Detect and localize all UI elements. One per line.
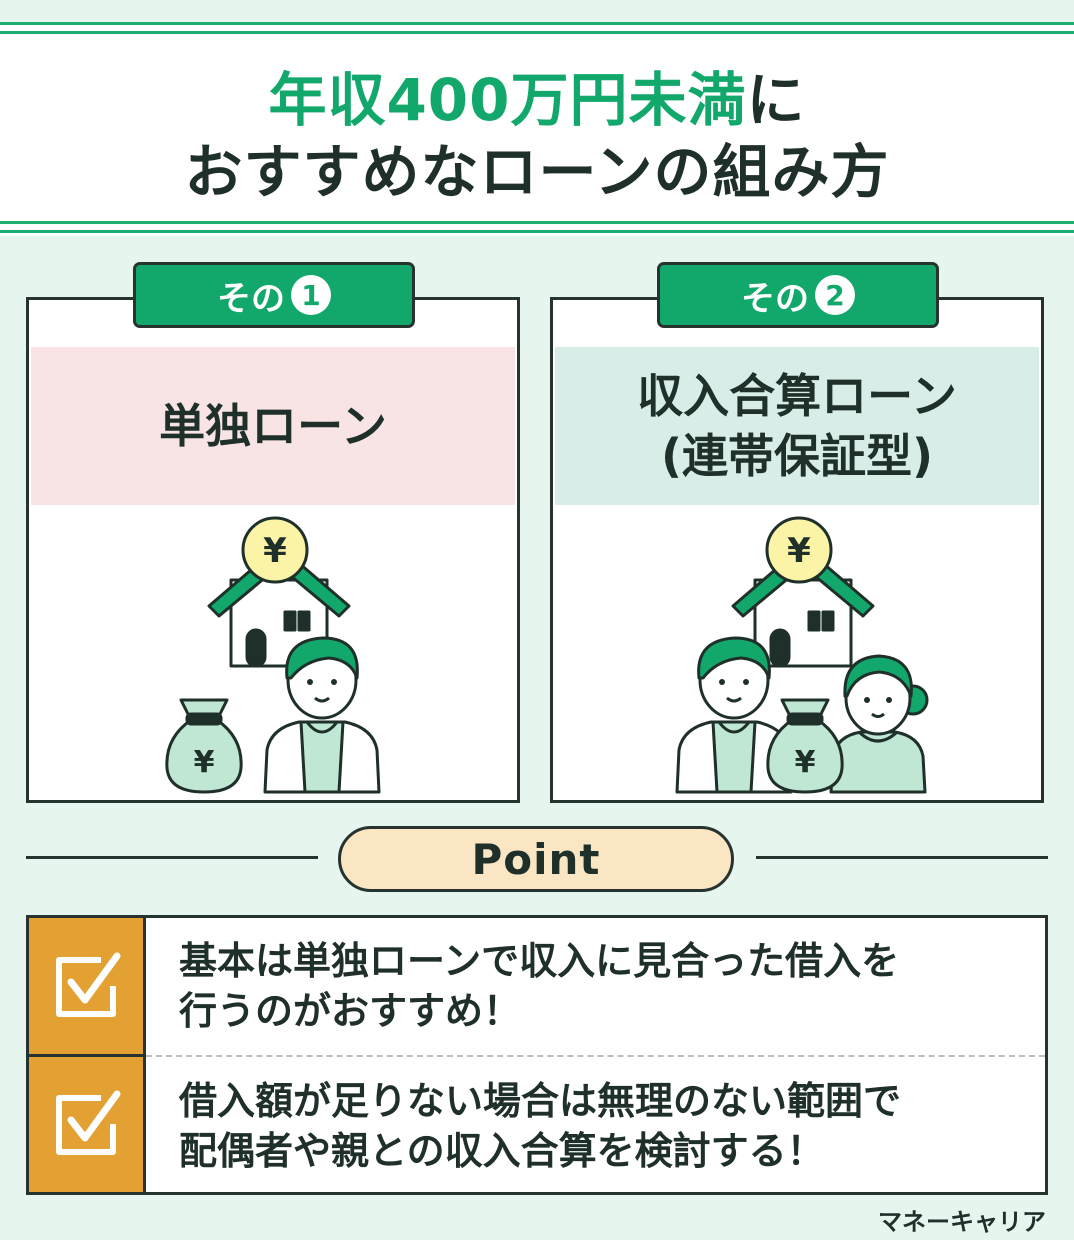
money-bag-symbol: ¥ xyxy=(795,745,816,780)
point-heading: Point xyxy=(338,826,734,892)
brand-logo-text: マネーキャリア xyxy=(878,1208,1046,1236)
house-icon xyxy=(731,544,875,668)
money-bag-symbol: ¥ xyxy=(194,745,215,780)
option-card-single-loan: 単独ローン ¥ ¥ xyxy=(26,297,520,803)
point-item-1-line-1: 基本は単独ローンで収入に見合った借入を xyxy=(179,939,900,983)
point-item-1-line-2: 行うのがおすすめ！ xyxy=(179,989,522,1033)
title-top-rule xyxy=(0,22,1074,25)
title-bottom-rule-inner xyxy=(0,221,1074,224)
man-person-icon xyxy=(263,636,381,794)
yen-coin-symbol: ¥ xyxy=(787,531,811,571)
tab-prefix-2: その xyxy=(741,278,809,319)
money-bag-icon: ¥ xyxy=(165,698,243,794)
title-line2: おすすめなローンの組み方 xyxy=(184,138,890,206)
title-band: 年収400万円未満に おすすめなローンの組み方 xyxy=(0,22,1074,236)
tab-number-1: 1 xyxy=(291,275,331,315)
checkbox-checked-icon xyxy=(56,1090,121,1155)
tab-prefix-1: その xyxy=(217,278,285,319)
single-borrower-illustration: ¥ ¥ xyxy=(165,516,381,794)
title-accent: 年収400万円未満 xyxy=(268,66,747,134)
points-row-divider xyxy=(146,1055,1045,1057)
point-item-2-line-1: 借入額が足りない場合は無理のない範囲で xyxy=(179,1079,902,1123)
title-line1-rest: に xyxy=(746,66,806,134)
title-bottom-rule xyxy=(0,230,1074,233)
money-bag-icon: ¥ xyxy=(766,698,844,794)
point-item-2: 借入額が足りない場合は無理のない範囲で 配偶者や親との収入合算を検討する！ xyxy=(179,1076,1039,1176)
checkbox-checked-icon xyxy=(56,952,121,1017)
point-divider-left xyxy=(26,856,318,859)
couple-borrowers-illustration: ¥ ¥ xyxy=(675,516,929,794)
yen-coin-icon: ¥ xyxy=(241,516,309,584)
woman-person-icon xyxy=(829,654,929,794)
option-title-2: 収入合算ローン xyxy=(637,369,957,423)
man-person-icon xyxy=(675,636,793,794)
points-list: 基本は単独ローンで収入に見合った借入を 行うのがおすすめ！ 借入額が足りない場合… xyxy=(26,915,1048,1195)
option-title-1: 単独ローン xyxy=(159,399,387,453)
point-divider-right xyxy=(756,856,1048,859)
point-item-1: 基本は単独ローンで収入に見合った借入を 行うのがおすすめ！ xyxy=(179,936,1039,1036)
point-item-2-line-2: 配偶者や親との収入合算を検討する！ xyxy=(179,1129,825,1173)
page-title: 年収400万円未満に おすすめなローンの組み方 xyxy=(0,64,1074,208)
option-tab-2: その 2 xyxy=(657,262,939,328)
tab-number-2: 2 xyxy=(815,275,855,315)
yen-coin-symbol: ¥ xyxy=(263,531,287,571)
check-column-divider xyxy=(29,1054,143,1057)
option-band-1: 単独ローン xyxy=(31,347,515,505)
option-subtitle-2: (連帯保証型) xyxy=(660,429,934,483)
option-tab-1: その 1 xyxy=(133,262,415,328)
option-band-2: 収入合算ローン (連帯保証型) xyxy=(555,347,1039,505)
option-card-combined-income-loan: 収入合算ローン (連帯保証型) ¥ xyxy=(550,297,1044,803)
yen-coin-icon: ¥ xyxy=(765,516,833,584)
title-top-rule-inner xyxy=(0,31,1074,34)
